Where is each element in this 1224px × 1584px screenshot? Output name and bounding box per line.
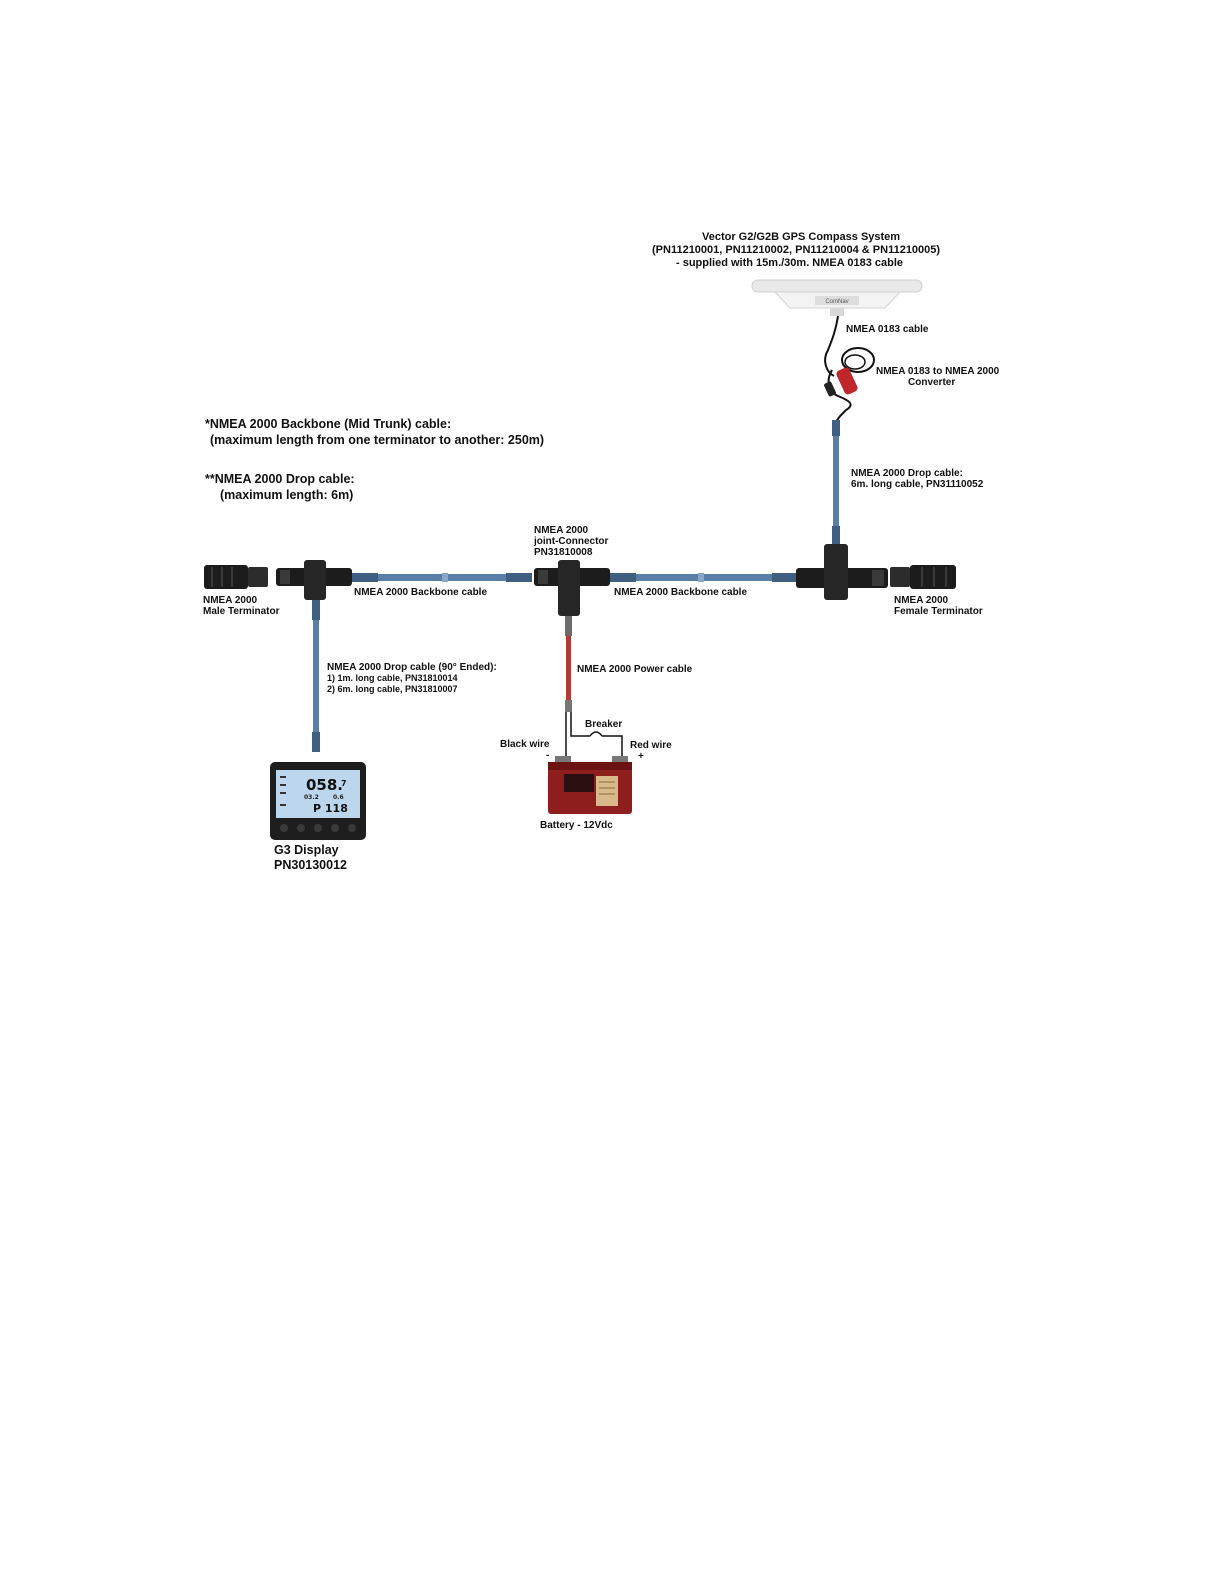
drop-note-detail: (maximum length: 6m) (220, 488, 354, 502)
breaker-label: Breaker (585, 719, 623, 730)
red-wire-sign: + (638, 751, 644, 762)
battery-wiring (565, 712, 623, 758)
male-terminator-label-line1: NMEA 2000 (203, 595, 258, 606)
drop-cable-right (832, 420, 840, 544)
drop-left-label-line3: 2) 6m. long cable, PN31810007 (327, 684, 458, 694)
backbone-note-detail: (maximum length from one terminator to a… (210, 433, 545, 447)
battery-label: Battery - 12Vdc (540, 820, 613, 831)
nmea0183-cable-label: NMEA 0183 cable (846, 324, 929, 335)
drop-right-label-line1: NMEA 2000 Drop cable: (851, 468, 963, 479)
display-label-line1: G3 Display (274, 843, 339, 857)
backbone-right-label: NMEA 2000 Backbone cable (614, 587, 748, 598)
display-button (297, 824, 305, 832)
display-label-line2: PN30130012 (274, 858, 347, 872)
nmea0183-cable (824, 315, 839, 377)
converter-label-line2: Converter (908, 377, 956, 388)
joint-connector-label-line3: PN31810008 (534, 547, 593, 558)
vector-title: Vector G2/G2B GPS Compass System (702, 231, 901, 243)
tee-connector-right (796, 544, 888, 600)
black-wire-label: Black wire (500, 739, 550, 750)
breaker-symbol (589, 731, 603, 737)
display-heading: 058. (306, 776, 343, 794)
power-cable (565, 616, 572, 712)
backbone-cable-left (352, 573, 532, 582)
vector-supplied-note: - supplied with 15m./30m. NMEA 0183 cabl… (676, 257, 903, 269)
display-button (348, 824, 356, 832)
display-small-left: 03.2 (304, 794, 319, 801)
male-terminator-label-line2: Male Terminator (203, 606, 280, 617)
converter-label-line1: NMEA 0183 to NMEA 2000 (876, 366, 1000, 377)
nmea-converter (824, 347, 875, 425)
joint-connector-label-line1: NMEA 2000 (534, 525, 589, 536)
vector-gps-compass-antenna: ComNav (751, 279, 923, 316)
drop-cable-left (312, 600, 320, 752)
display-button (314, 824, 322, 832)
display-button (280, 824, 288, 832)
male-terminator (204, 565, 268, 589)
drop-note-title: **NMEA 2000 Drop cable: (205, 472, 355, 486)
backbone-left-label: NMEA 2000 Backbone cable (354, 587, 488, 598)
female-terminator-label-line2: Female Terminator (894, 606, 983, 617)
drop-right-label-line2: 6m. long cable, PN31110052 (851, 479, 984, 490)
display-small-right: 0.6 (333, 794, 344, 801)
female-terminator (890, 565, 956, 589)
vector-part-numbers: (PN11210001, PN11210002, PN11210004 & PN… (652, 244, 941, 256)
g3-display: 058. 7 03.2 0.6 P 118 (270, 762, 366, 840)
joint-connector-label-line2: joint-Connector (534, 536, 609, 547)
display-pilot: P 118 (313, 802, 348, 815)
female-terminator-label-line1: NMEA 2000 (894, 595, 949, 606)
joint-connector (534, 560, 610, 616)
drop-left-label-line1: NMEA 2000 Drop cable (90° Ended): (327, 662, 497, 673)
display-heading-decimal: 7 (341, 779, 347, 788)
red-wire-label: Red wire (630, 740, 672, 751)
display-button (331, 824, 339, 832)
power-cable-label: NMEA 2000 Power cable (577, 664, 693, 675)
antenna-brand: ComNav (825, 299, 848, 305)
tee-connector-left (276, 560, 352, 600)
backbone-note-title: *NMEA 2000 Backbone (Mid Trunk) cable: (205, 417, 452, 431)
backbone-cable-right (610, 573, 796, 582)
drop-left-label-line2: 1) 1m. long cable, PN31810014 (327, 673, 458, 683)
battery-12vdc (548, 756, 632, 814)
black-wire-sign: - (546, 750, 550, 761)
